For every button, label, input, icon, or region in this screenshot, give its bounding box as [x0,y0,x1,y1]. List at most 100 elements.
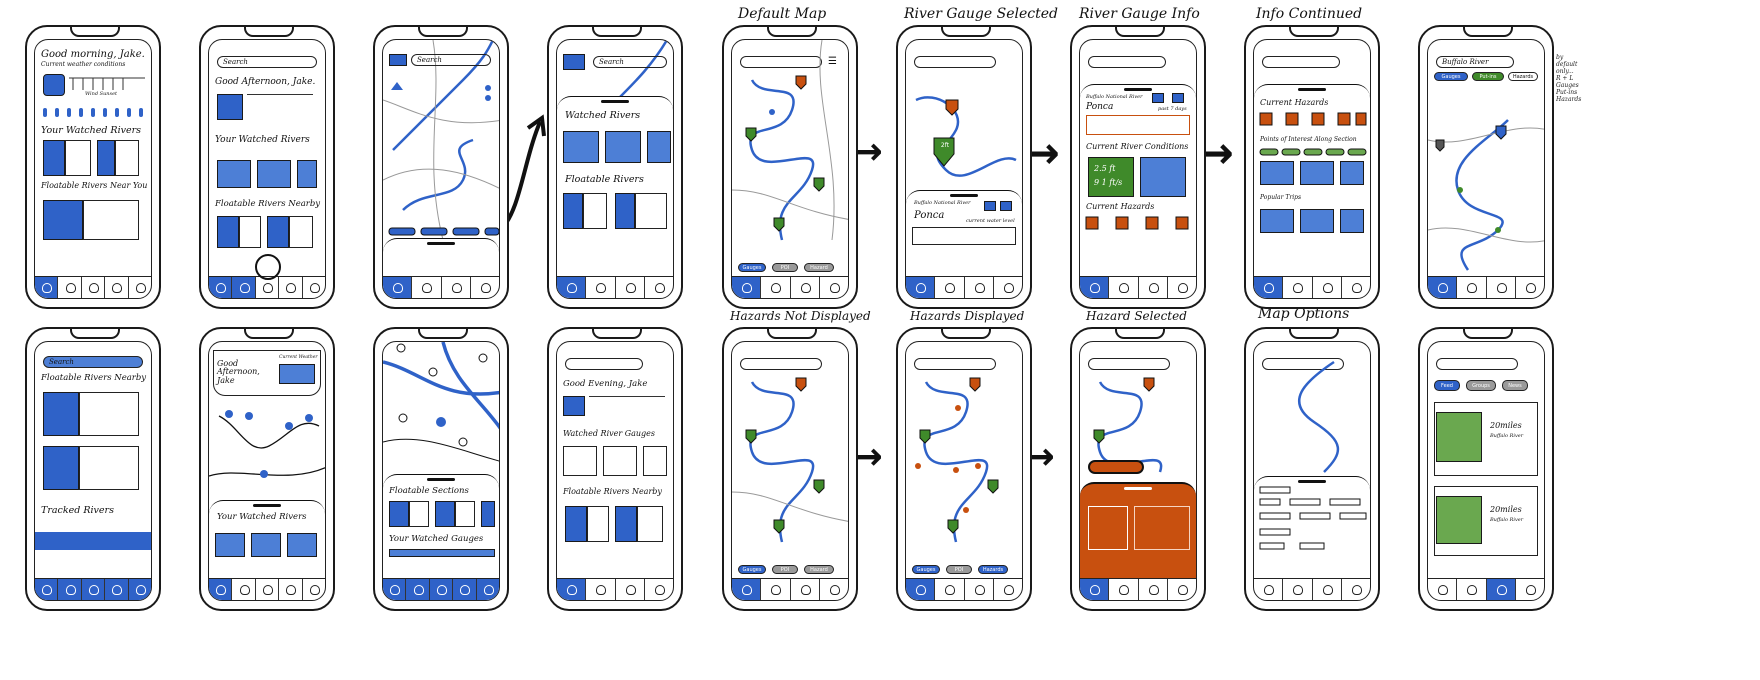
tab-bar[interactable] [557,578,673,600]
search-input[interactable]: Search [411,54,491,66]
tab[interactable] [994,579,1022,600]
search-input[interactable] [740,56,822,68]
tab[interactable] [820,277,848,298]
tab[interactable] [412,277,442,298]
gauge-card[interactable] [603,446,637,476]
search-input[interactable] [1088,358,1170,370]
river-thumb[interactable] [43,392,79,436]
tab[interactable] [1486,579,1516,600]
river-card[interactable] [79,392,139,436]
tab-bar[interactable] [1428,578,1544,600]
river-card[interactable] [587,506,609,542]
chip-poi[interactable]: POI [772,263,798,272]
tab-bar[interactable] [1080,276,1196,298]
chip-hazard[interactable]: Hazard [804,263,834,272]
tab[interactable] [35,579,59,600]
chip-gauges[interactable]: Gauges [738,565,766,574]
tab[interactable] [1342,277,1370,298]
tab[interactable] [383,277,413,298]
map-thumb[interactable] [563,54,585,70]
tab[interactable] [1080,579,1110,600]
tab[interactable] [1342,579,1370,600]
tab[interactable] [279,579,303,600]
tab[interactable] [1109,579,1139,600]
tab[interactable] [994,277,1022,298]
river-card[interactable] [647,131,671,163]
river-card[interactable] [455,501,475,527]
trip-card[interactable] [1260,209,1294,233]
river-card[interactable] [239,216,261,248]
river-thumb[interactable] [435,501,455,527]
chip-poi[interactable]: POI [772,565,798,574]
trip-card[interactable] [1300,209,1334,233]
tab[interactable] [616,277,645,298]
tab[interactable] [732,579,762,600]
tab[interactable] [1109,277,1139,298]
tab[interactable] [1139,277,1168,298]
tab[interactable] [1457,579,1487,600]
tab[interactable] [105,579,129,600]
tab-map[interactable] [256,277,280,298]
river-thumb[interactable] [43,140,65,176]
river-thumb[interactable] [563,193,583,229]
tab[interactable] [1283,277,1313,298]
tab-bar[interactable] [732,578,848,600]
tab[interactable] [429,579,454,600]
tab[interactable] [935,277,965,298]
tab-bar[interactable] [906,578,1022,600]
river-thumb[interactable] [389,501,409,527]
tab-bar[interactable] [557,276,673,298]
tab[interactable] [105,277,129,298]
tab[interactable] [82,277,106,298]
tab[interactable] [965,277,994,298]
tab[interactable] [557,277,587,298]
tab[interactable] [1139,579,1168,600]
tab[interactable] [616,579,645,600]
tab[interactable] [906,277,936,298]
tab[interactable] [1313,579,1342,600]
tab[interactable] [1254,579,1284,600]
poi-card[interactable] [1260,161,1294,185]
tab-bar[interactable] [1080,578,1196,600]
tab[interactable] [1283,579,1313,600]
tab[interactable] [586,277,616,298]
tab[interactable] [383,579,407,600]
river-card[interactable] [287,533,317,557]
tab[interactable] [232,579,256,600]
bottom-sheet[interactable] [383,238,499,276]
tab[interactable] [1254,277,1284,298]
search-input[interactable]: Buffalo River [1436,56,1514,68]
chip-gauges[interactable]: Gauges [738,263,766,272]
chip-gauges[interactable]: Gauges [912,565,940,574]
tab-bar[interactable] [906,276,1022,298]
tab[interactable] [820,579,848,600]
search-input[interactable] [1088,56,1166,68]
search-input[interactable]: Search [593,56,667,68]
search-input[interactable] [914,56,996,68]
chip-put-ins[interactable]: Put-ins [1472,72,1504,81]
tab[interactable] [209,277,233,298]
search-input[interactable] [565,358,643,370]
tab[interactable] [1516,579,1544,600]
search-input[interactable]: Search [43,356,143,368]
bottom-sheet[interactable]: Your Watched Rivers [209,500,325,578]
settings-icon[interactable]: ☰ [828,56,837,67]
tab-bar[interactable] [35,276,151,298]
river-card[interactable] [637,506,663,542]
tab-groups[interactable]: Groups [1466,380,1496,391]
tab[interactable] [442,277,471,298]
tab[interactable] [232,277,256,298]
river-card[interactable] [215,533,245,557]
river-card[interactable] [289,216,313,248]
tab-feed[interactable]: Feed [1434,380,1460,391]
tab[interactable] [128,579,151,600]
river-card[interactable] [583,193,607,229]
tab[interactable] [761,277,791,298]
river-thumb[interactable] [565,506,587,542]
river-card[interactable] [79,446,139,490]
bottom-sheet[interactable]: Buffalo National River Ponca current wat… [906,190,1022,276]
tab[interactable] [761,579,791,600]
search-input[interactable] [740,358,822,370]
tab-bar[interactable] [35,578,151,600]
tab-news[interactable]: News [1502,380,1528,391]
